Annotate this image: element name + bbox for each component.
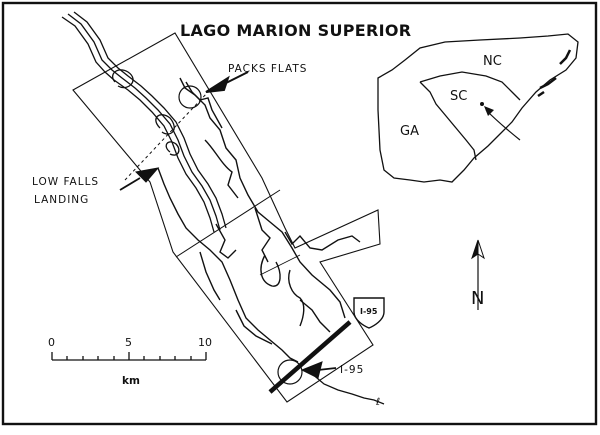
river-channel <box>61 11 227 233</box>
low-falls-arrow-tail <box>119 177 141 191</box>
scale-tick-5: 5 <box>125 336 132 349</box>
north-arrow-icon <box>471 239 485 310</box>
packs-flats-site <box>178 85 202 109</box>
inset-border-sc-ga <box>419 81 477 161</box>
highway-i95 <box>268 320 352 394</box>
north-arrow-label: N <box>471 288 484 309</box>
inset-coast-detail <box>537 49 572 98</box>
transect-line <box>124 91 209 181</box>
low-falls-label-line2: LANDING <box>34 194 89 206</box>
river-outflow <box>309 371 385 405</box>
i95-arrow-tail <box>317 367 337 371</box>
inset-state-sc: SC <box>450 89 467 104</box>
map-frame <box>1 1 598 426</box>
lake-shoreline <box>157 77 361 363</box>
inset-state-nc: NC <box>483 54 502 69</box>
i95-site <box>277 359 303 385</box>
map-title: LAGO MARION SUPERIOR <box>180 21 411 40</box>
boundary-division <box>175 189 281 258</box>
river-mark: ℓ <box>376 397 380 408</box>
inset-state-ga: GA <box>400 124 419 139</box>
packs-flats-arrow <box>205 71 249 93</box>
inset-location-arrow <box>485 109 521 141</box>
scale-unit: km <box>122 375 140 387</box>
low-falls-arrow <box>134 167 160 183</box>
boundary-division-lower <box>259 254 301 276</box>
scale-bar <box>51 352 207 361</box>
scale-tick-0: 0 <box>48 336 55 349</box>
scale-tick-10: 10 <box>198 336 212 349</box>
i95-shield-label: I-95 <box>360 307 378 316</box>
inset-border-nc-sc <box>419 71 521 101</box>
i95-shield-icon <box>353 297 385 329</box>
inset-location-dot <box>480 102 484 106</box>
packs-flats-label: PACKS FLATS <box>228 63 307 75</box>
low-falls-label-line1: LOW FALLS <box>32 176 99 188</box>
i95-label: I-95 <box>340 364 364 376</box>
inset-location-arrowhead <box>484 106 494 116</box>
inset-map <box>377 33 579 183</box>
inset-outline <box>377 33 579 183</box>
study-area-boundary <box>72 32 381 403</box>
